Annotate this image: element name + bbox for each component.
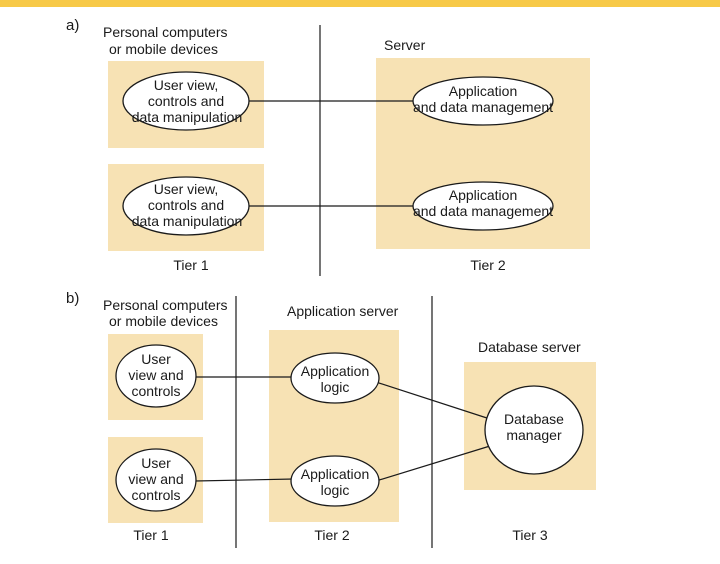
diagram-b-db-node-line2: manager: [506, 427, 562, 443]
diagram-a-client-node-2-line1: User view,: [154, 181, 219, 197]
diagram-a-server-node-2: [412, 181, 554, 231]
diagram-b-client-node-2-line3: controls: [131, 487, 180, 503]
diagram-b-app-server-title: Application server: [287, 303, 399, 319]
diagram-b-client-node-1-line3: controls: [131, 383, 180, 399]
diagram-b-client-node-2: [115, 448, 197, 512]
diagram-a-tier-2: Tier 2: [470, 257, 505, 273]
diagram-b-app-node-2: [290, 455, 380, 507]
diagram-a-tier-1: Tier 1: [173, 257, 208, 273]
diagram-a-client-node-1-line1: User view,: [154, 77, 219, 93]
diagram-a-server-node-2-line1: Application: [449, 187, 518, 203]
diagram-b-client-title-line1: Personal computers: [103, 297, 228, 313]
diagram-a-client-node-1-line3: data manipulation: [132, 109, 243, 125]
diagram-b-app-node-1: [290, 352, 380, 404]
top-band: [0, 0, 720, 7]
diagram-b-connector-4: [375, 445, 491, 482]
diagram-b-client-node-1: [115, 344, 197, 408]
diagram-b-db-node-line1: Database: [504, 411, 564, 427]
diagram-b-tier-2: Tier 2: [314, 527, 349, 543]
diagram-a-client-node-2-line3: data manipulation: [132, 213, 243, 229]
diagram-b-app-node-1-line2: logic: [321, 379, 350, 395]
diagram-b-client-node-1-line2: view and: [128, 367, 183, 383]
diagram-a-server-node-1-line2: and data management: [413, 99, 553, 115]
diagram-a-server-node-1: [412, 76, 554, 126]
diagram-a-client-node-2-line2: controls and: [148, 197, 224, 213]
diagram-b-tier-1: Tier 1: [133, 527, 168, 543]
diagram-b-db-server-title: Database server: [478, 339, 581, 355]
diagram-a-server-node-1-line1: Application: [449, 83, 518, 99]
diagram-b-app-node-2-line2: logic: [321, 482, 350, 498]
diagram-b-app-node-2-line1: Application: [301, 466, 370, 482]
diagram-a-server-title: Server: [384, 37, 426, 53]
diagram-b-db-node: [484, 385, 584, 475]
diagram-b-connector-2: [194, 478, 295, 482]
diagram-b-label: b): [66, 290, 79, 307]
diagram-b-app-node-1-line1: Application: [301, 363, 370, 379]
diagram-a-label: a): [66, 17, 79, 34]
diagram-a: a) Personal computers or mobile devices …: [66, 17, 590, 276]
diagram-b-client-node-1-line1: User: [141, 351, 171, 367]
diagram-b: b) Personal computers or mobile devices …: [66, 290, 596, 548]
diagram-a-client-node-1-line2: controls and: [148, 93, 224, 109]
diagram-b-tier-3: Tier 3: [512, 527, 547, 543]
diagram-a-server-node-2-line2: and data management: [413, 203, 553, 219]
diagram-a-client-title-line1: Personal computers: [103, 24, 228, 40]
diagram-b-connector-3: [375, 381, 491, 420]
diagram-a-client-node-1: [122, 71, 250, 131]
diagram-b-client-title-line2: or mobile devices: [109, 313, 218, 329]
diagram-a-client-title-line2: or mobile devices: [109, 41, 218, 57]
diagram-b-client-node-2-line2: view and: [128, 471, 183, 487]
diagram-a-client-node-2: [122, 176, 250, 236]
diagram-b-client-node-2-line1: User: [141, 455, 171, 471]
